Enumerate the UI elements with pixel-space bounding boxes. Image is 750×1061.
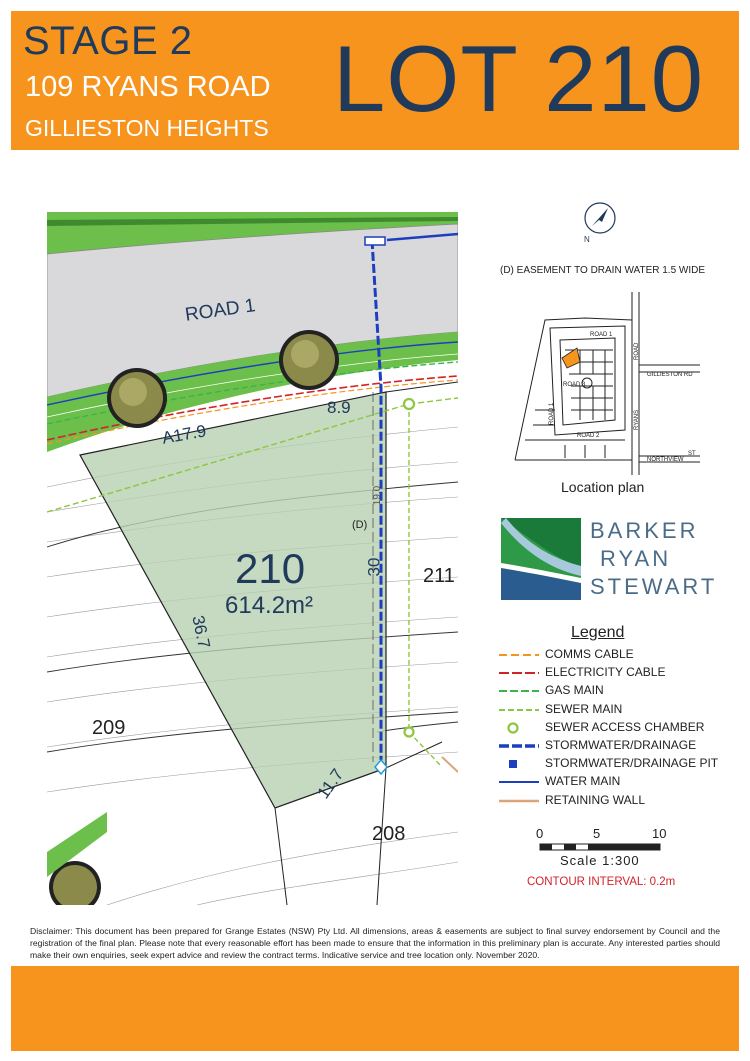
svg-text:N: N [584, 235, 590, 244]
legend-label: STORMWATER/DRAINAGE PIT [545, 756, 719, 771]
location-plan-caption: Location plan [561, 479, 645, 495]
legend-label: SEWER ACCESS CHAMBER [545, 719, 705, 734]
sewer-main-line [47, 397, 458, 513]
comms-cable-symbol [499, 654, 539, 656]
scale-tick-5: 5 [593, 826, 600, 841]
contour-label: 19.0 [372, 485, 384, 506]
legend-label: SEWER MAIN [545, 701, 623, 716]
scale-bar: 0 5 10 [536, 826, 666, 851]
legend-title: Legend [571, 624, 625, 641]
retaining-wall [441, 756, 458, 773]
stormwater-line [370, 239, 383, 760]
verge-bottom [47, 332, 458, 452]
site-plan-drawing [47, 212, 458, 905]
verge-line [47, 353, 458, 418]
location-plan-highlight [561, 347, 581, 369]
neighbour-boundaries [274, 381, 458, 905]
scale-label: Scale 1:300 [560, 853, 640, 868]
loc-label-ryans: RYANS [634, 410, 640, 430]
sewer-access-chamber-2 [403, 726, 415, 738]
legend-label: GAS MAIN [545, 683, 604, 698]
stormwater-pit-symbol [509, 760, 517, 769]
lot-area: 614.2m² [225, 592, 314, 619]
loc-label-gillieston-rd: GILLIESTON RD [647, 372, 693, 378]
logo-text-ryan: RYAN [600, 546, 672, 571]
footer-banner [11, 966, 739, 1051]
lot-title: LOT 210 [333, 26, 705, 131]
loc-label-st: ST [688, 451, 696, 457]
location-plan: ROAD 1 ROAD GILLIESTON RD ROAD 3 ROAD 1 … [514, 292, 700, 475]
sewer-access-chamber-symbol [507, 722, 519, 734]
legend-label: STORMWATER/DRAINAGE [545, 737, 697, 752]
stage-title: STAGE 2 [23, 19, 193, 63]
logo-text-stewart: STEWART [590, 574, 718, 599]
logo-text-barker: BARKER [590, 518, 699, 543]
loc-label-road2: ROAD 2 [577, 433, 600, 439]
address-line-2: GILLIESTON HEIGHTS [25, 115, 269, 141]
contour-interval: CONTOUR INTERVAL: 0.2m [527, 876, 676, 888]
tree-2 [279, 330, 339, 390]
verge-edge [47, 217, 458, 226]
gas-main-symbol [499, 690, 539, 693]
barker-ryan-stewart-logo [501, 518, 581, 600]
loc-label-road: ROAD [634, 342, 640, 360]
sewer-access-chamber [402, 397, 416, 411]
legend-label: RETAINING WALL [545, 792, 646, 807]
neighbour-lot-208: 208 [372, 823, 406, 845]
tree-1 [107, 368, 167, 428]
stormwater-pit [374, 758, 388, 776]
easement-tag: (D) [352, 519, 368, 531]
stormwater-headwall [364, 236, 386, 246]
north-arrow-icon: N [584, 202, 616, 244]
tree-3 [49, 861, 101, 905]
sewer-main-symbol [499, 708, 539, 711]
loc-label-northview: NORTHVIEW [647, 457, 684, 463]
loc-label-road1-side: ROAD 1 [549, 402, 555, 425]
neighbour-lot-211: 211 [423, 565, 455, 587]
lot-number: 210 [235, 545, 306, 592]
legend-label: ELECTRICITY CABLE [545, 665, 666, 680]
easement-note: (D) EASEMENT TO DRAIN WATER 1.5 WIDE [500, 265, 706, 276]
verge-corner [47, 812, 107, 877]
retaining-wall-symbol [499, 799, 539, 802]
stormwater-symbol [499, 744, 539, 748]
comms-cable-line [47, 379, 458, 445]
water-main-symbol [499, 781, 539, 784]
dimension-top: 8.9 [327, 398, 351, 417]
loc-label-road1-top: ROAD 1 [590, 332, 613, 338]
site-plan: ROAD 1 A17.9 8.9 36.7 30 11.7 (D) 19.0 2… [47, 212, 458, 905]
header-banner: STAGE 2 109 RYANS ROAD GILLIESTON HEIGHT… [11, 11, 739, 150]
scale-tick-10: 10 [652, 826, 666, 841]
legend-label: COMMS CABLE [545, 647, 634, 661]
disclaimer-text: Disclaimer: This document has been prepa… [30, 926, 720, 960]
stormwater-connection [386, 232, 458, 242]
neighbour-lot-209: 209 [92, 717, 126, 739]
legend-label: WATER MAIN [545, 774, 621, 789]
electricity-cable-symbol [499, 672, 539, 675]
loc-label-road3: ROAD 3 [563, 382, 586, 388]
address-line-1: 109 RYANS ROAD [25, 71, 271, 103]
scale-tick-0: 0 [536, 826, 543, 841]
electricity-cable-line [47, 375, 458, 441]
dimension-right: 30 [364, 557, 384, 577]
